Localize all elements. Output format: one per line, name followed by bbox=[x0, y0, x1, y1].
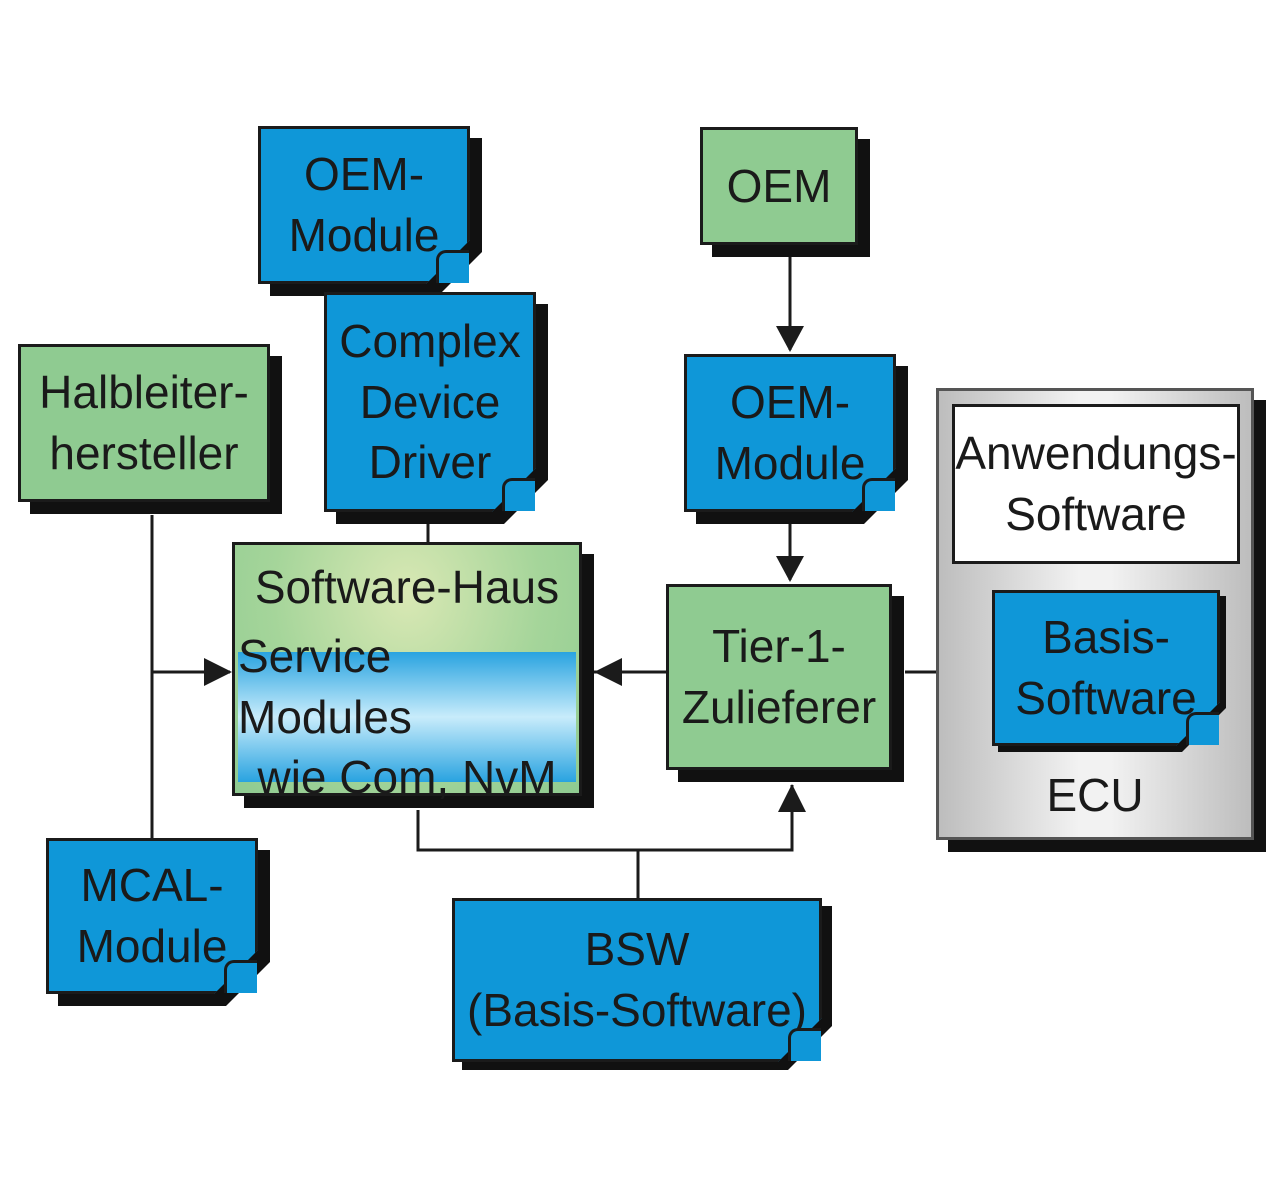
mcal-line2: Module bbox=[76, 920, 228, 972]
halbleiter-line1: Halbleiter- bbox=[39, 366, 249, 419]
software-haus-label: Software-Haus bbox=[254, 561, 560, 613]
bsw-node: BSW (Basis-Software) bbox=[452, 898, 822, 1062]
oem-label: OEM bbox=[726, 159, 832, 212]
oem-module-top-line1: OEM- bbox=[303, 148, 425, 201]
mcal-module-node: MCAL- Module bbox=[46, 838, 258, 994]
oem-module-mid-node: OEM- Module bbox=[684, 354, 896, 512]
cdd-line2: Device bbox=[359, 375, 501, 428]
oem-module-top-line2: Module bbox=[288, 209, 440, 261]
oem-node: OEM bbox=[700, 127, 858, 245]
page-curl-icon bbox=[502, 478, 535, 511]
arrowhead-tier1-top bbox=[776, 556, 804, 582]
oem-module-mid-line1: OEM- bbox=[729, 376, 851, 429]
bsw-line2: (Basis-Software) bbox=[467, 984, 807, 1036]
page-curl-icon bbox=[1186, 712, 1219, 745]
service-modules-node: Service Modules wie Com, NvM bbox=[238, 630, 576, 803]
ecu-label: ECU bbox=[1046, 769, 1144, 821]
oem-module-mid-line2: Module bbox=[714, 437, 866, 489]
cdd-line3: Driver bbox=[368, 436, 492, 489]
page-curl-icon bbox=[788, 1028, 821, 1061]
basis-line2: Software bbox=[1015, 672, 1197, 724]
page-curl-icon bbox=[436, 250, 469, 283]
halbleiter-line2: hersteller bbox=[49, 427, 239, 479]
mcal-line1: MCAL- bbox=[80, 859, 224, 912]
arrowhead-oem-module bbox=[776, 326, 804, 352]
service-modules-line2: wie Com, NvM bbox=[257, 751, 557, 804]
page-curl-icon bbox=[862, 478, 895, 511]
bsw-line1: BSW bbox=[584, 923, 690, 976]
tier1-zulieferer-node: Tier-1- Zulieferer bbox=[666, 584, 892, 770]
basis-line1: Basis- bbox=[1042, 611, 1170, 664]
anwendungs-software-node: Anwendungs- Software bbox=[952, 404, 1240, 564]
arrowhead-software-haus-right bbox=[594, 658, 622, 686]
page-curl-icon bbox=[224, 960, 257, 993]
edge-bsw-bus bbox=[416, 785, 794, 852]
arrowhead-tier1-bottom bbox=[778, 784, 806, 812]
anwendungs-line1: Anwendungs- bbox=[955, 427, 1237, 480]
basis-software-node: Basis- Software bbox=[992, 590, 1220, 746]
halbleiterhersteller-node: Halbleiter- hersteller bbox=[18, 344, 270, 502]
cdd-line1: Complex bbox=[339, 314, 521, 367]
arrowhead-software-haus-left bbox=[204, 658, 232, 686]
complex-device-driver-node: Complex Device Driver bbox=[324, 292, 536, 512]
tier1-line1: Tier-1- bbox=[712, 620, 846, 673]
anwendungs-line2: Software bbox=[1005, 488, 1187, 540]
service-modules-line1: Service Modules bbox=[238, 629, 412, 743]
oem-module-top-node: OEM- Module bbox=[258, 126, 470, 284]
tier1-line2: Zulieferer bbox=[681, 681, 877, 733]
